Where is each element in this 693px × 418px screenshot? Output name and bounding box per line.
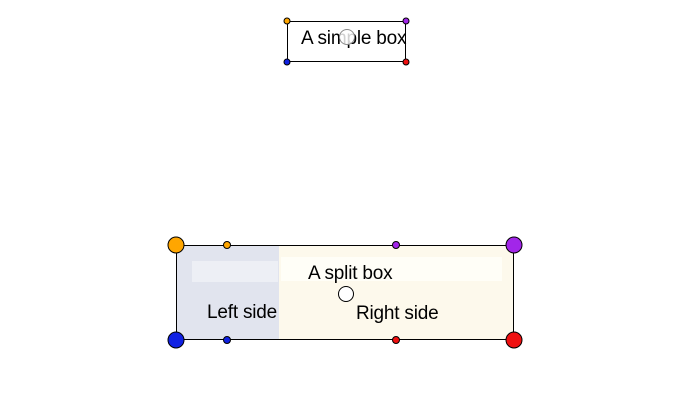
split-box-handle-top-left-mid-icon[interactable] [223, 241, 231, 249]
simple-box-handle-top-right-icon[interactable] [402, 17, 410, 25]
simple-box-circle-handle[interactable] [339, 29, 355, 45]
split-box-handle-bottom-left-icon[interactable] [167, 331, 185, 349]
split-box-handle-bottom-right-icon[interactable] [505, 331, 523, 349]
split-box-label: A split box [308, 263, 393, 284]
split-box-circle-handle[interactable] [338, 286, 354, 302]
split-box-left-region[interactable] [177, 246, 279, 339]
split-box-right-side-label: Right side [356, 303, 439, 324]
simple-box-handle-top-left-icon[interactable] [283, 17, 291, 25]
split-box-right-label-background [281, 257, 502, 281]
split-box-handle-top-left-icon[interactable] [167, 236, 185, 254]
split-box-left-side-label: Left side [207, 302, 278, 323]
split-box-left-label-background [192, 261, 278, 282]
simple-box-handle-bottom-right-icon[interactable] [402, 58, 410, 66]
split-box-handle-top-right-mid-icon[interactable] [392, 241, 400, 249]
split-box-handle-bottom-right-mid-icon[interactable] [392, 336, 400, 344]
split-box-handle-top-right-icon[interactable] [505, 236, 523, 254]
simple-box-handle-bottom-left-icon[interactable] [283, 58, 291, 66]
split-box-handle-bottom-left-mid-icon[interactable] [223, 336, 231, 344]
